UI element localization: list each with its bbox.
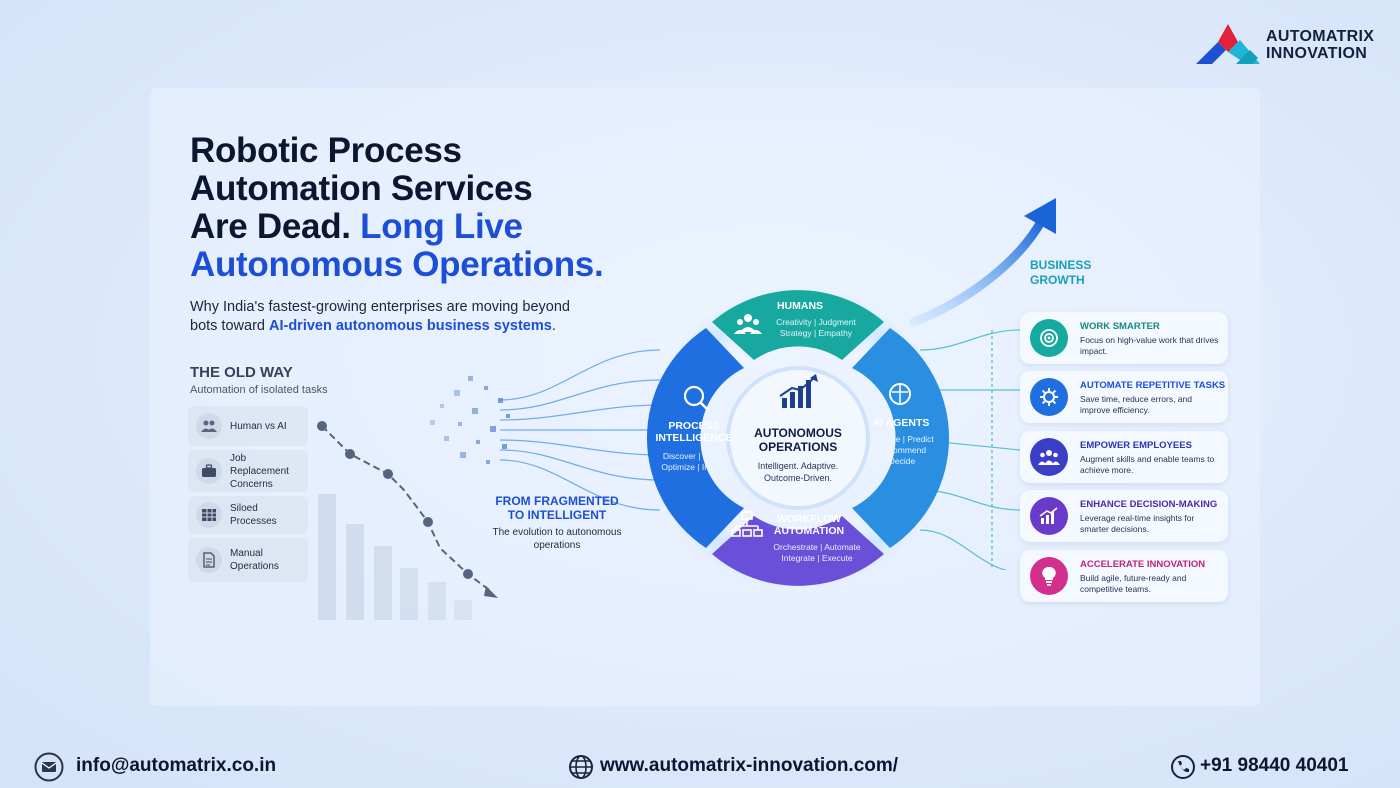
humans-title: HUMANS xyxy=(776,300,824,312)
target-icon xyxy=(1030,319,1068,357)
grid-icon xyxy=(196,502,222,528)
autonomous-ring xyxy=(646,286,950,586)
email-link[interactable]: info@automatrix.co.in xyxy=(76,755,277,776)
headline-line1: Robotic Process xyxy=(190,131,462,170)
subtitle-text: Why India's fastest-growing enterprises … xyxy=(190,299,570,334)
briefcase-icon xyxy=(196,458,222,484)
growth-line1: BUSINESS xyxy=(1030,258,1092,272)
old-way-label: Human vs AI xyxy=(230,420,287,432)
headline-dark-text: Are Dead. xyxy=(190,207,351,246)
headline-line2: Automation Services xyxy=(190,169,533,208)
benefit-text: Leverage real-time insights for smarter … xyxy=(1080,513,1195,534)
center-subtitle: Intelligent. Adaptive. Outcome-Driven. xyxy=(757,461,839,483)
old-way-item: Job Replacement Concerns xyxy=(188,450,308,492)
ai-agents-title: AI AGENTS xyxy=(872,417,930,429)
benefit-title: WORK SMARTER xyxy=(1080,321,1160,332)
ai-agents-sub1: Analyze | Predict xyxy=(870,434,934,444)
benefit-title: EMPOWER EMPLOYEES xyxy=(1080,440,1192,451)
process-title2: INTELLIGENCE xyxy=(655,432,733,444)
old-way-item: Siloed Processes xyxy=(188,496,308,534)
subtitle-end: . xyxy=(551,318,556,334)
brand-name: AUTOMATRIX INNOVATION xyxy=(1266,28,1374,62)
growth-arrow-icon xyxy=(909,198,1056,327)
globe-icon xyxy=(569,755,593,779)
evolution-subtitle: The evolution to autonomous operations xyxy=(492,527,622,551)
benefit-text: Save time, reduce errors, and improve ef… xyxy=(1080,394,1192,415)
humans-icon xyxy=(734,314,762,334)
old-way-item: Manual Operations xyxy=(188,538,308,582)
process-title1: PROCESS xyxy=(668,420,720,432)
headline-line4: Autonomous Operations. xyxy=(190,245,604,284)
benefit-card: WORK SMARTER Focus on high-value work th… xyxy=(1020,312,1228,364)
benefit-card: ACCELERATE INNOVATION Build agile, futur… xyxy=(1020,550,1228,602)
workflow-sub2: Integrate | Execute xyxy=(781,553,853,563)
team-icon xyxy=(1030,438,1068,476)
input-lines xyxy=(500,349,660,511)
old-way-title: THE OLD WAY xyxy=(190,364,293,381)
old-way-label: Manual Operations xyxy=(230,548,279,572)
ai-agents-sub2: Recommend xyxy=(877,445,927,455)
benefit-title: ACCELERATE INNOVATION xyxy=(1080,559,1206,570)
gear-icon xyxy=(1030,378,1068,416)
brand-logo-icon xyxy=(1196,24,1260,64)
workflow-sub1: Orchestrate | Automate xyxy=(773,542,861,552)
old-way-label: Job Replacement Concerns xyxy=(230,452,289,490)
subtitle-highlight: AI-driven autonomous business systems xyxy=(269,318,552,334)
brain-icon xyxy=(889,383,911,405)
headline: Robotic Process Automation Services Are … xyxy=(190,132,630,284)
process-sub2: Optimize | Improve xyxy=(661,462,733,472)
chart-icon xyxy=(1030,497,1068,535)
brand-line2: INNOVATION xyxy=(1266,45,1368,62)
benefit-card: AUTOMATE REPETITIVE TASKS Save time, red… xyxy=(1020,371,1228,423)
benefit-card: EMPOWER EMPLOYEES Augment skills and ena… xyxy=(1020,431,1228,483)
workflow-icon xyxy=(731,511,763,537)
benefit-text: Focus on high-value work that drives imp… xyxy=(1080,335,1219,356)
old-way-subtitle: Automation of isolated tasks xyxy=(190,384,328,396)
workflow-title1: WORKFLOW xyxy=(776,513,842,525)
process-sub1: Discover | Monitor xyxy=(662,451,732,461)
benefit-card: ENHANCE DECISION-MAKING Leverage real-ti… xyxy=(1020,490,1228,542)
old-way-label: Siloed Processes xyxy=(230,503,277,527)
process-search-icon xyxy=(683,385,709,411)
headline-line3: Are Dead. Long Live xyxy=(190,208,630,246)
humans-sub1: Creativity | Judgment xyxy=(776,317,856,327)
benefit-title: AUTOMATE REPETITIVE TASKS xyxy=(1080,380,1226,391)
evolution-title: FROM FRAGMENTED TO INTELLIGENT xyxy=(495,494,619,522)
subtitle: Why India's fastest-growing enterprises … xyxy=(190,298,570,336)
humans-sub2: Strategy | Empathy xyxy=(779,328,853,338)
benefit-text: Augment skills and enable teams to achie… xyxy=(1080,454,1215,475)
phone-icon xyxy=(1171,755,1195,779)
website-link[interactable]: www.automatrix-innovation.com/ xyxy=(600,755,899,776)
growth-line2: GROWTH xyxy=(1030,273,1085,287)
benefit-text: Build agile, future-ready and competitiv… xyxy=(1080,573,1187,594)
old-way-item: Human vs AI xyxy=(188,406,308,446)
center-title: AUTONOMOUS OPERATIONS xyxy=(754,426,842,454)
growth-chart-icon xyxy=(779,374,818,408)
business-growth-label: BUSINESS GROWTH xyxy=(1030,258,1091,288)
phone-link[interactable]: +91 98440 40401 xyxy=(1200,755,1349,776)
brand-line1: AUTOMATRIX xyxy=(1266,28,1375,45)
workflow-title2: AUTOMATION xyxy=(773,525,845,537)
ai-agents-sub3: Decide xyxy=(888,456,916,466)
bulb-icon xyxy=(1030,557,1068,595)
people-icon xyxy=(196,413,222,439)
document-icon xyxy=(196,547,222,573)
headline-blue-text: Long Live xyxy=(360,207,523,246)
email-icon xyxy=(34,752,64,782)
decline-graphic xyxy=(317,421,498,620)
benefit-title: ENHANCE DECISION-MAKING xyxy=(1080,499,1218,510)
